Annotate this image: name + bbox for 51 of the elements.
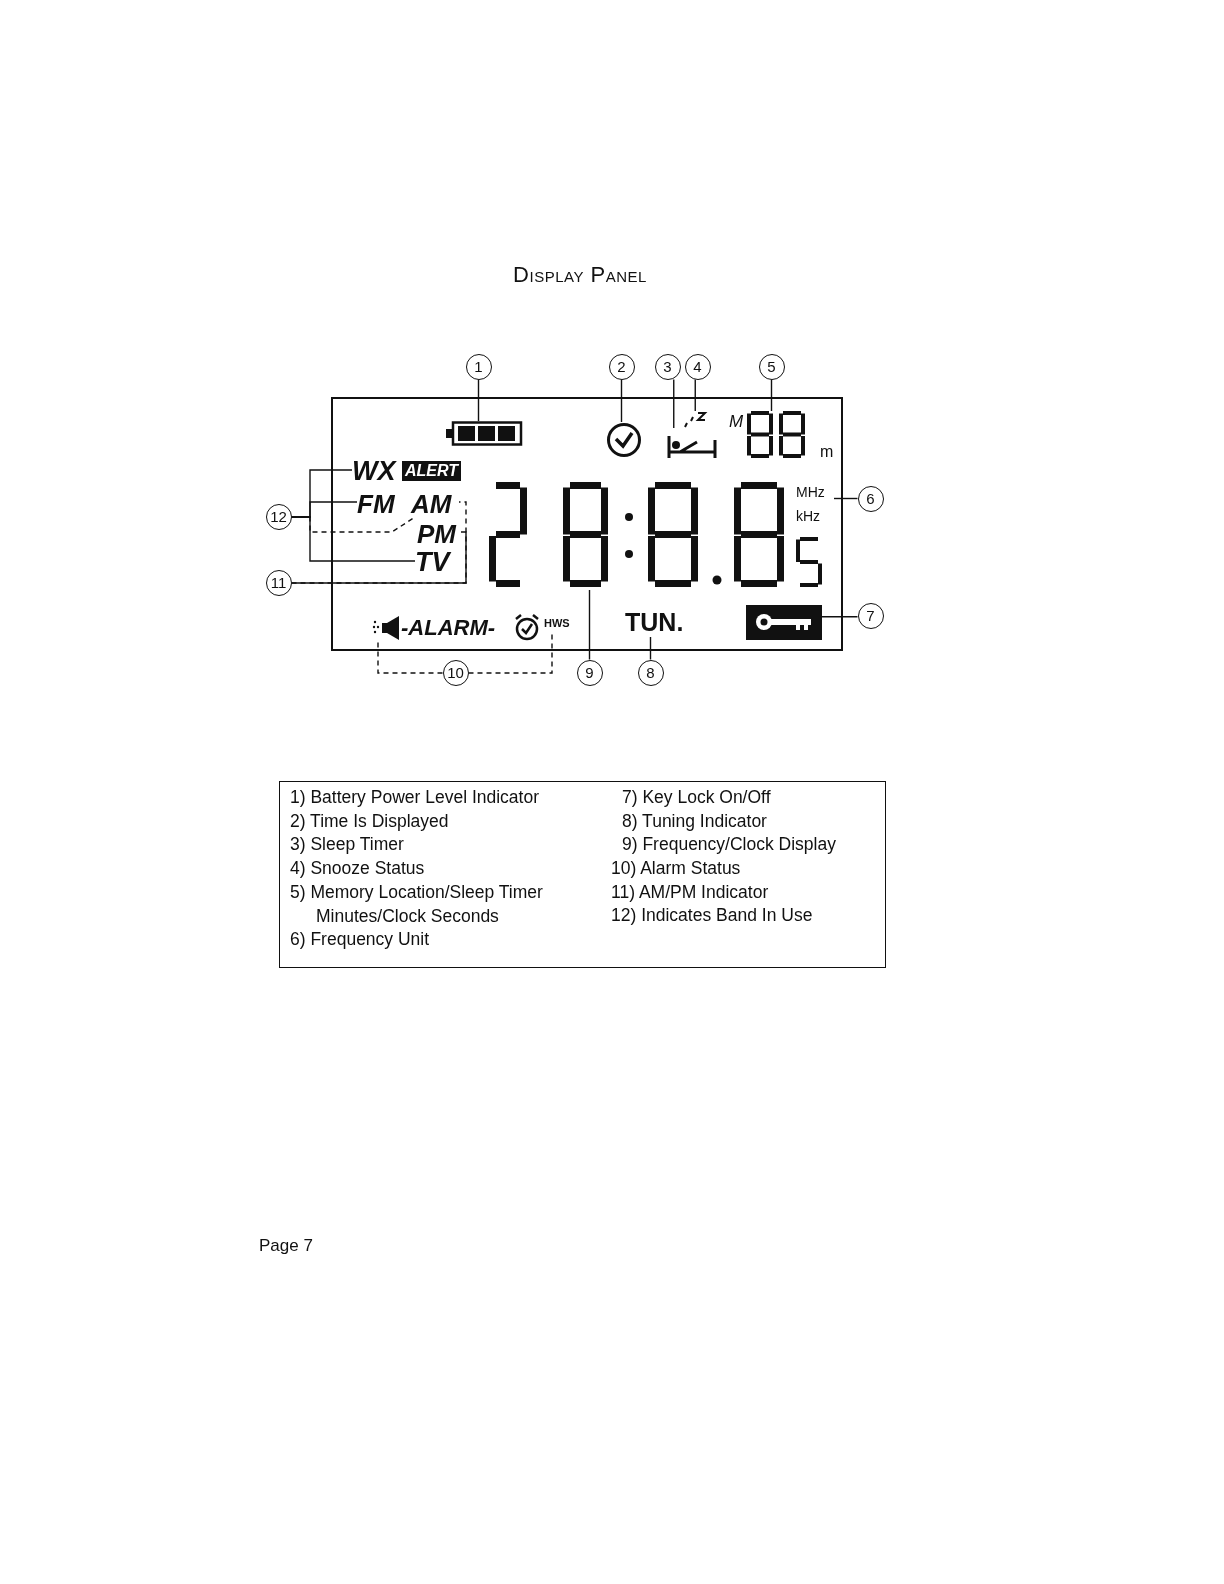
page-number: Page 7 <box>259 1235 313 1257</box>
legend-text: 7) Key Lock On/Off <box>622 786 771 809</box>
alert-label: ALERT <box>402 461 462 481</box>
legend-text: 5) Memory Location/Sleep Timer Minutes/Clock Seconds <box>290 881 544 928</box>
callout-number: 5 <box>758 353 785 380</box>
alarm-label: -ALARM- <box>401 615 496 640</box>
callout-number: 10 <box>442 659 469 686</box>
callout-number: 9 <box>576 659 603 686</box>
leader-line <box>694 378 696 412</box>
leader-line <box>477 378 480 422</box>
legend-text: 3) Sleep Timer <box>290 833 404 856</box>
callout-number: 1 <box>465 353 492 380</box>
leader-line <box>770 378 773 412</box>
callout-number: 3 <box>654 353 681 380</box>
legend-text: 2) Time Is Displayed <box>290 810 449 833</box>
leader-line <box>673 378 675 429</box>
tuning-label: TUN. <box>625 610 684 635</box>
leader-line <box>467 633 553 674</box>
leader-line <box>649 636 652 661</box>
callout-number: 8 <box>637 659 664 686</box>
lcd-panel <box>331 397 843 651</box>
unit-label: m <box>820 444 834 460</box>
callout-number: 6 <box>857 485 884 512</box>
mode-label: HWS <box>544 618 570 629</box>
callout-number: 11 <box>265 569 292 596</box>
unit-label: MHz <box>796 485 825 499</box>
band-label: WX <box>352 458 396 485</box>
legend-text: 6) Frequency Unit <box>290 928 430 951</box>
page-title: Display Panel <box>512 262 648 288</box>
leader-line <box>620 378 623 423</box>
callout-number: 12 <box>265 503 292 530</box>
legend-text: 8) Tuning Indicator <box>622 810 767 833</box>
band-label: TV <box>415 549 450 576</box>
legend-text: 12) Indicates Band In Use <box>611 904 813 927</box>
leader-line <box>588 589 591 661</box>
band-label: FM <box>357 491 395 517</box>
am-pm-label: AM <box>411 491 452 517</box>
am-pm-label: PM <box>417 521 456 547</box>
legend-text: 10) Alarm Status <box>611 857 741 880</box>
legend-text: 4) Snooze Status <box>290 857 425 880</box>
leader-line <box>821 616 859 618</box>
callout-number: 2 <box>608 353 635 380</box>
callout-number: 4 <box>684 353 711 380</box>
legend-text: 1) Battery Power Level Indicator <box>290 786 539 809</box>
callout-number: 7 <box>857 602 884 629</box>
leader-line <box>833 497 859 500</box>
leader-line <box>290 531 467 584</box>
legend-text: 9) Frequency/Clock Display <box>622 833 836 856</box>
legend-text: 11) AM/PM Indicator <box>611 881 769 904</box>
unit-label: kHz <box>796 509 821 523</box>
memory-label: M <box>729 413 744 430</box>
